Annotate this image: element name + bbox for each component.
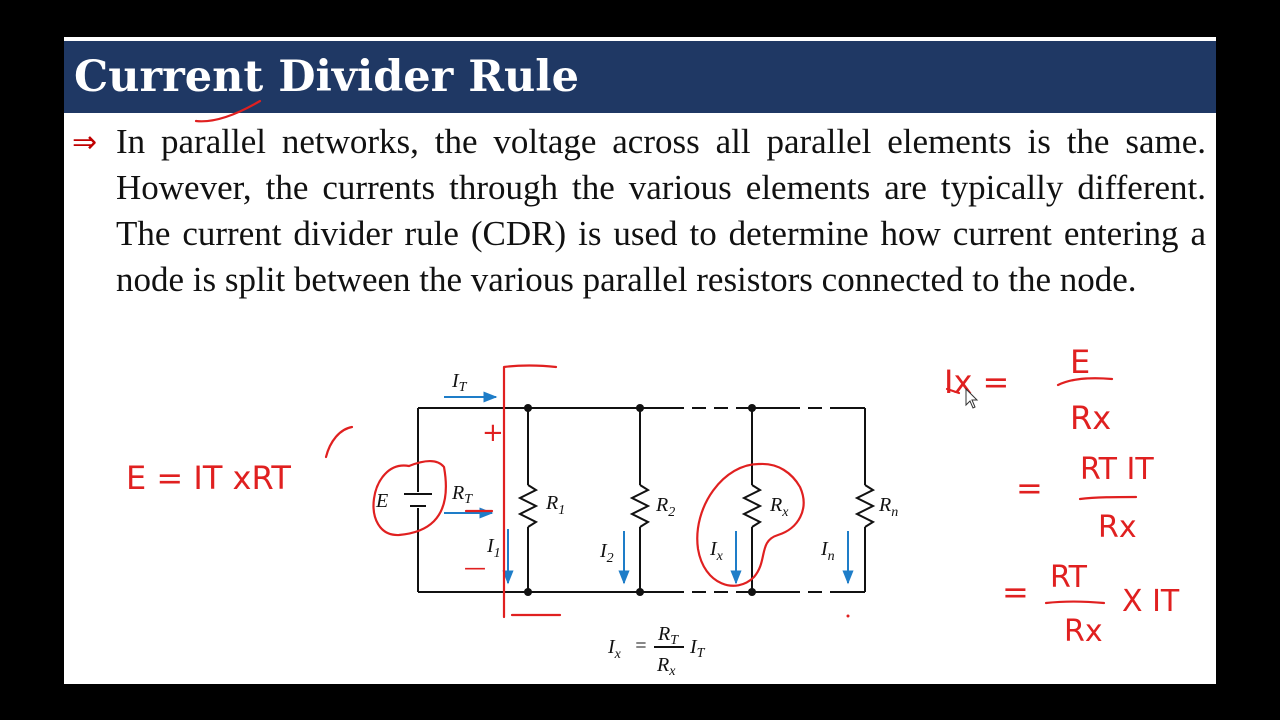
handwritten-minus-sign: — bbox=[464, 556, 486, 581]
svg-text:=: = bbox=[634, 635, 648, 657]
svg-text:Ix: Ix bbox=[607, 636, 622, 662]
svg-text:Rx: Rx bbox=[656, 654, 676, 679]
resistor-r2-label: R2 bbox=[655, 494, 675, 520]
derivation-line-1-lhs: Ix = bbox=[944, 363, 1009, 401]
source-label: E bbox=[375, 490, 388, 512]
slide-title: Current Divider Rule bbox=[74, 52, 579, 102]
derivation-line-2-numerator: RT IT bbox=[1080, 452, 1154, 487]
resistor-rx-icon bbox=[741, 408, 763, 592]
handwritten-left-equation: E = IT xRT bbox=[126, 459, 291, 497]
slide: Current Divider Rule ⇒ In parallel netwo… bbox=[64, 37, 1216, 684]
ink-annotations bbox=[194, 99, 1138, 619]
junction-dots bbox=[524, 404, 756, 596]
svg-text:IT: IT bbox=[689, 636, 706, 661]
body-paragraph: In parallel networks, the voltage across… bbox=[116, 122, 1206, 299]
handwritten-plus-sign: + bbox=[482, 418, 504, 448]
resistor-r2-icon bbox=[629, 408, 651, 592]
resistor-rn-label: Rn bbox=[878, 494, 898, 520]
derivation-line-1-numerator: E bbox=[1070, 343, 1090, 381]
derivation-line-2-denominator: Rx bbox=[1098, 510, 1137, 545]
resistor-r1-icon bbox=[517, 408, 539, 592]
handwritten-derivation: Ix = E Rx = RT IT Rx = RT Rx X IT bbox=[944, 343, 1180, 649]
total-current-label: IT bbox=[451, 370, 468, 395]
derivation-line-1-denominator: Rx bbox=[1070, 399, 1111, 437]
cdr-formula: Ix = RT Rx IT bbox=[607, 623, 706, 679]
derivation-line-2-lhs: = bbox=[1016, 469, 1043, 507]
resistor-r1-label: R1 bbox=[545, 492, 565, 518]
derivation-line-3-tail: X IT bbox=[1122, 584, 1180, 619]
mouse-cursor-icon bbox=[965, 387, 979, 409]
derivation-line-3-lhs: = bbox=[1002, 573, 1029, 611]
branch-current-i2-label: I2 bbox=[599, 540, 614, 566]
derivation-line-3-numerator: RT bbox=[1050, 560, 1088, 595]
svg-text:RT: RT bbox=[657, 623, 679, 648]
circuit-wires bbox=[417, 407, 876, 593]
derivation-line-3-denominator: Rx bbox=[1064, 614, 1103, 649]
branch-current-i1-label: I1 bbox=[486, 535, 501, 561]
branch-current-ix-label: Ix bbox=[709, 538, 724, 564]
total-resistance-label: RT bbox=[451, 482, 473, 507]
current-arrows bbox=[444, 391, 854, 585]
battery-icon bbox=[404, 493, 432, 507]
branch-current-in-label: In bbox=[820, 538, 835, 564]
circuit-figure: E IT RT R1 R2 Rx Rn I1 I2 Ix In Ix = RT … bbox=[126, 99, 1180, 679]
resistor-rx-label: Rx bbox=[769, 494, 789, 520]
title-bar: Current Divider Rule bbox=[64, 41, 1216, 113]
bullet-arrow-icon: ⇒ bbox=[72, 125, 98, 160]
